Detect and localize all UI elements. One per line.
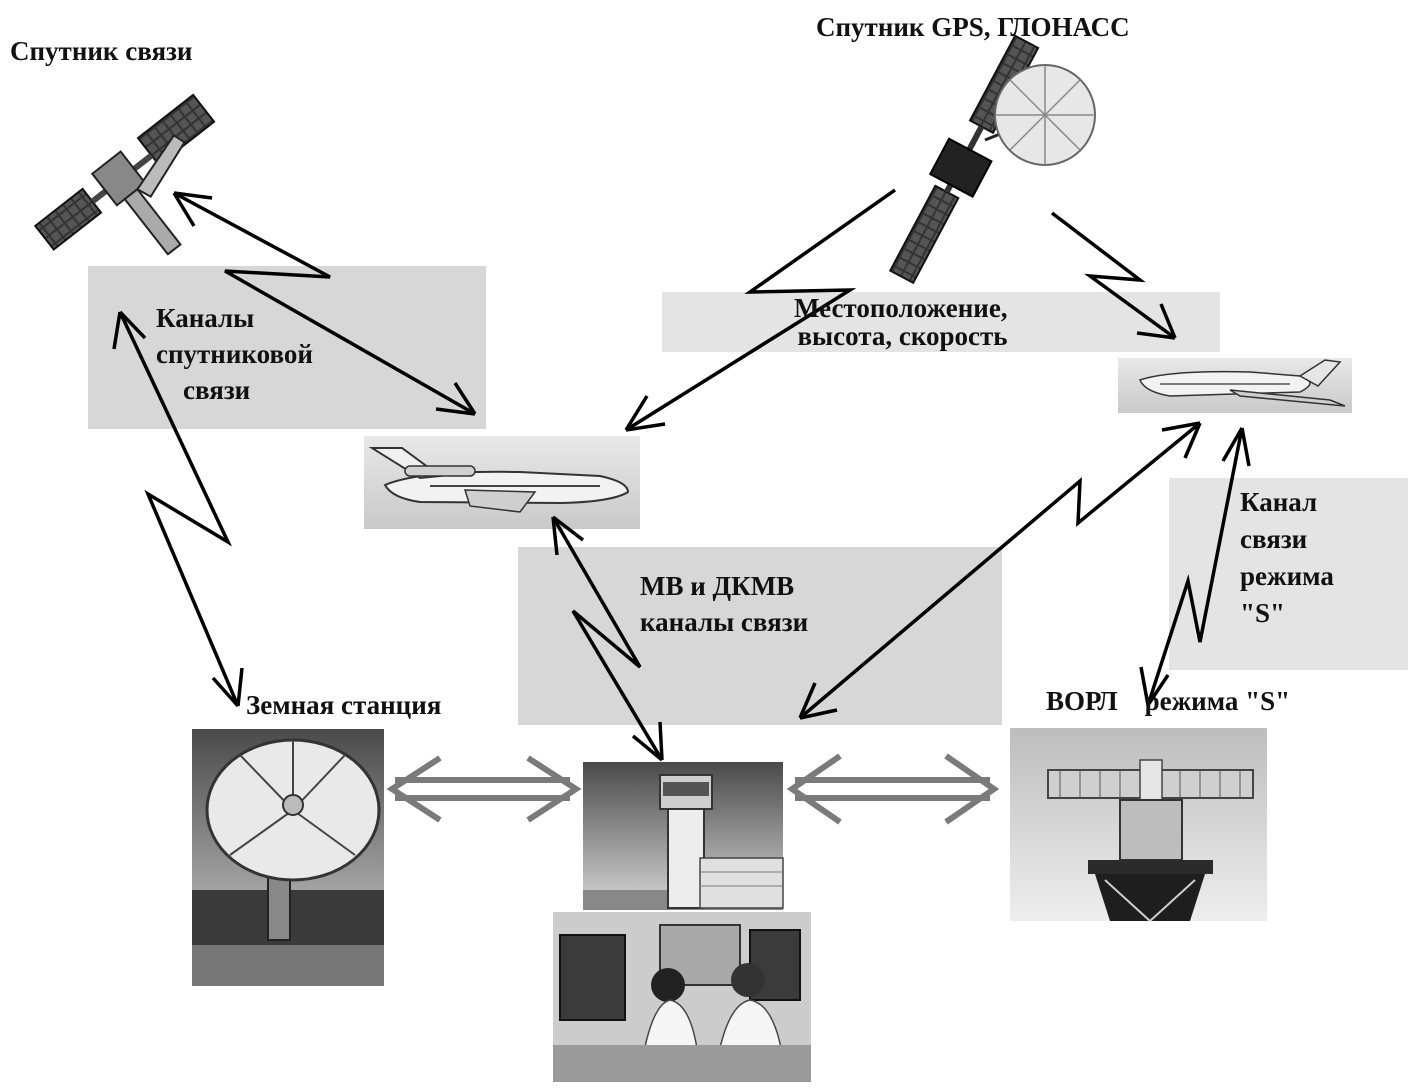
ground-links [386, 753, 1000, 825]
navigation-satellite-icon [888, 34, 1096, 285]
controllers-room-icon [553, 912, 811, 1082]
satcom-channels-label: Каналы спутниковой связи [156, 303, 313, 405]
link-tower-radar [795, 777, 990, 801]
radar-antenna-icon [1010, 728, 1267, 922]
link-satellite-ground [118, 311, 240, 707]
aircraft-crj-icon [1118, 358, 1352, 413]
link-satellite-aircraft [173, 191, 476, 416]
link-aircraft-radar [1146, 427, 1244, 706]
link-aircraft2-tower [798, 421, 1202, 720]
position-info-label: Местоположение, высота, скорость [794, 293, 1008, 351]
vhf-panel [518, 547, 1002, 725]
control-tower-icon [583, 762, 784, 910]
link-aircraft-tower [551, 516, 664, 761]
link-gps-aircraft [625, 188, 897, 432]
satcom-panel [88, 266, 486, 429]
satellite-dish-icon [192, 729, 384, 986]
nav-satellite-label: Спутник GPS, ГЛОНАСС [816, 12, 1130, 42]
vhf-hf-channels-label: МВ и ДКМВ каналы связи [640, 571, 809, 637]
link-ground-tower [395, 777, 570, 801]
aircraft-yak40-icon [364, 436, 640, 529]
link-gps-aircraft-right [1050, 211, 1177, 340]
mode-s-channel-label: Канал связи режима "S" [1240, 487, 1334, 628]
comm-satellite-label: Спутник связи [10, 36, 193, 66]
ground-station-label: Земная станция [246, 690, 442, 720]
sslr-station-label: ВОРЛ режима "S" [1046, 686, 1291, 716]
mode-s-panel [1169, 478, 1408, 670]
communication-satellite-icon [33, 93, 216, 256]
